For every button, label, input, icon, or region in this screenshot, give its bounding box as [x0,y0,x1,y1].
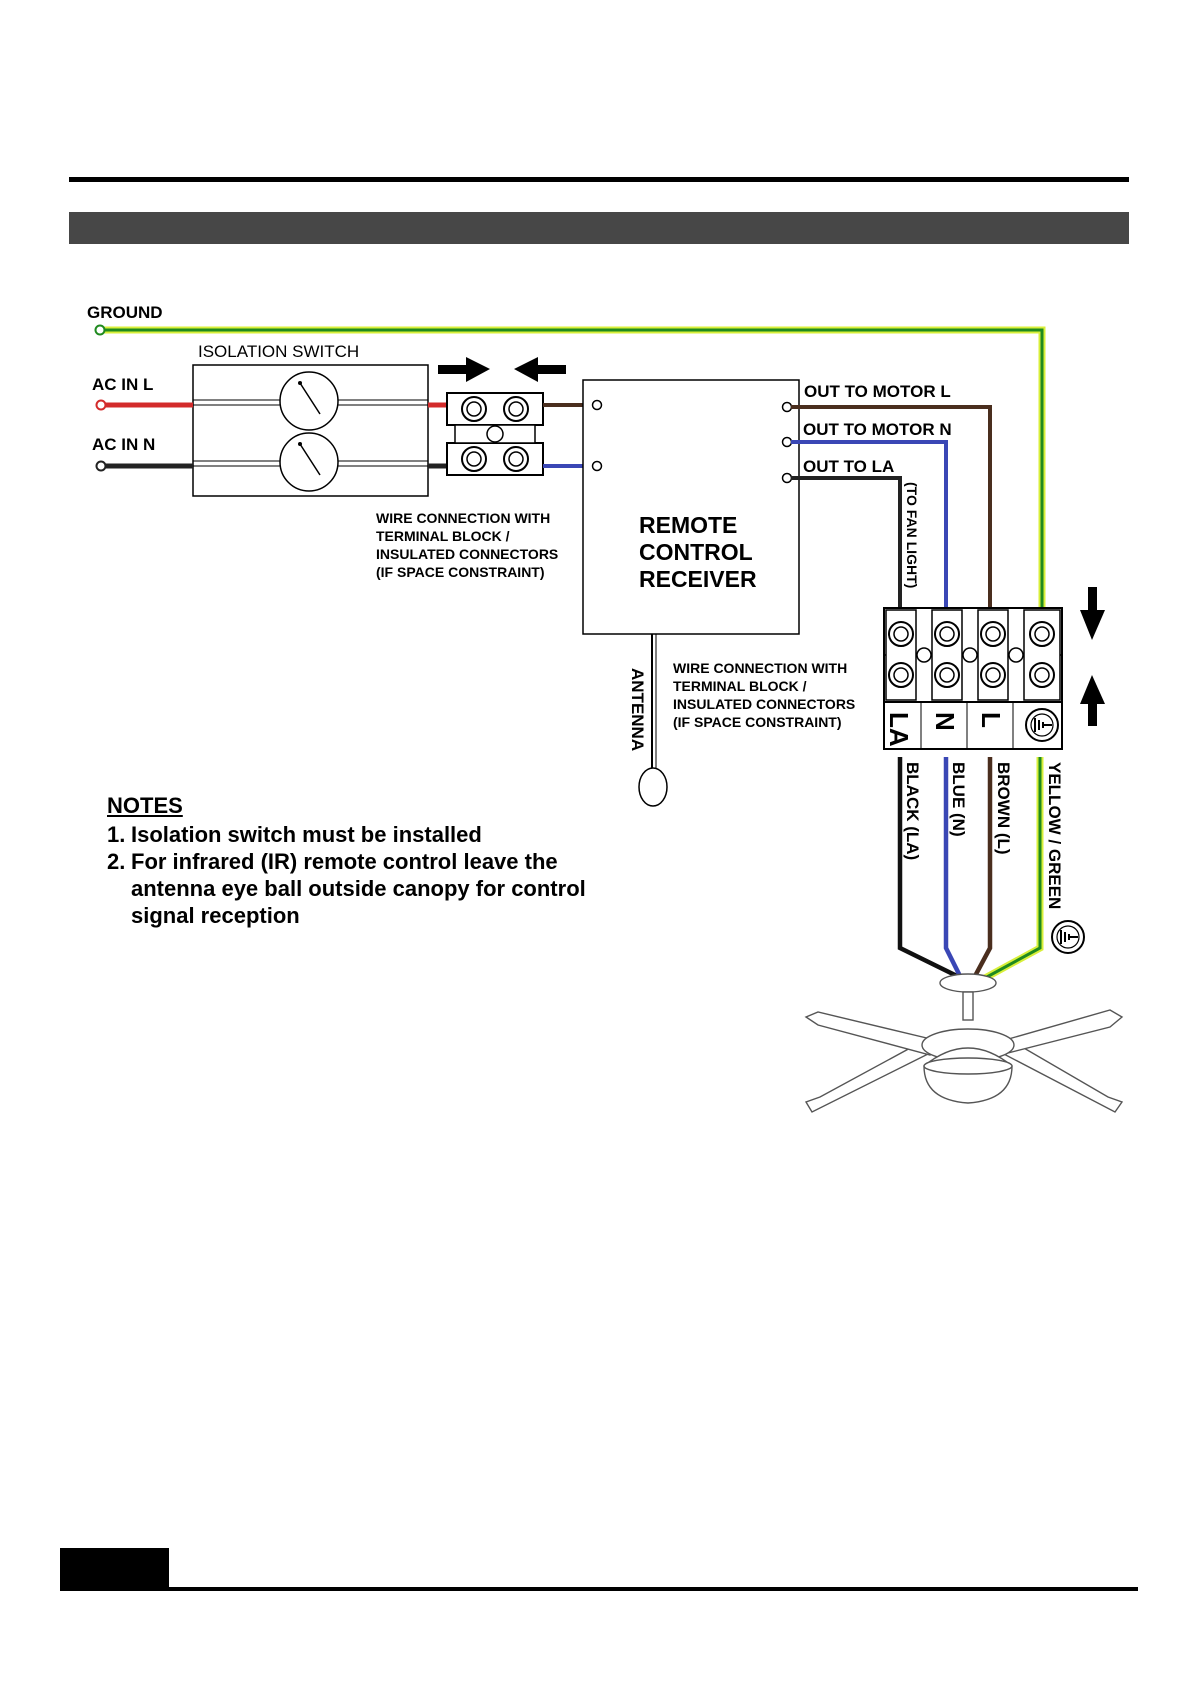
note-item: 2. For infrared (IR) remote control leav… [107,848,627,929]
terminal-la-label: LA [884,712,914,747]
yellow-green-wire [983,757,1044,982]
right-block-note: WIRE CONNECTION WITH TERMINAL BLOCK / IN… [673,660,859,730]
brown-l-label: BROWN (L) [994,762,1013,855]
receiver-label: REMOTE CONTROL RECEIVER [639,512,759,592]
terminal-l-label: L [976,712,1006,728]
note-text: For infrared (IR) remote control leave t… [131,849,586,928]
ground-label: GROUND [87,303,163,322]
isolation-switch-label: ISOLATION SWITCH [198,342,359,361]
bottom-rule [60,1587,1138,1591]
notes: NOTES 1. Isolation switch must be instal… [107,792,627,929]
terminal-n [931,609,963,701]
blue-n-label: BLUE (N) [949,762,968,837]
out-la-wire [791,476,902,608]
blue-n-wire [943,757,963,978]
ground-wire [94,324,1046,612]
ceiling-fan-icon [804,973,1124,1113]
page-number-tab [60,1548,169,1590]
remote-control-receiver [582,379,800,635]
out-motor-l-wire [791,405,992,608]
to-fan-light-label: (TO FAN LIGHT) [904,482,920,588]
arrow-left-icon [514,357,566,382]
ground-symbol-icon [1025,708,1059,742]
ground-symbol-icon [1051,920,1085,954]
out-la-label: OUT TO LA [803,457,894,476]
out-motor-n-label: OUT TO MOTOR N [803,420,952,439]
terminal-n-label: N [930,712,960,731]
isolation-switch [192,364,429,497]
ground-terminal [94,324,106,336]
arrow-up-icon [1080,675,1105,726]
terminal-earth [1023,609,1061,701]
brown-l-wire [973,757,993,978]
antenna-label: ANTENNA [628,668,647,751]
left-terminal-block [446,392,544,476]
switch-pole-n [279,432,339,492]
fan-terminal-block [883,607,1063,750]
out-motor-n-wire [791,440,948,608]
arrow-down-icon [1080,587,1105,640]
section-title-bar [69,212,1129,244]
top-rule [69,177,1129,182]
switch-pole-l [279,371,339,431]
note-number: 2. [107,849,126,874]
arrow-right-icon [438,357,490,382]
black-la-label: BLACK (LA) [903,762,922,860]
terminal-la [885,609,917,701]
antenna-eye-ball-icon [638,767,668,807]
note-item: 1. Isolation switch must be installed [107,821,627,848]
terminal-l [977,609,1009,701]
black-la-wire [897,757,958,979]
ac-in-n-label: AC IN N [92,435,155,454]
notes-heading: NOTES [107,793,183,818]
note-text: Isolation switch must be installed [131,822,482,847]
out-motor-l-label: OUT TO MOTOR L [804,382,951,401]
yellow-green-label: YELLOW / GREEN [1045,762,1064,909]
ac-in-l-label: AC IN L [92,375,153,394]
note-number: 1. [107,822,126,847]
left-block-note: WIRE CONNECTION WITH TERMINAL BLOCK / IN… [376,510,562,580]
